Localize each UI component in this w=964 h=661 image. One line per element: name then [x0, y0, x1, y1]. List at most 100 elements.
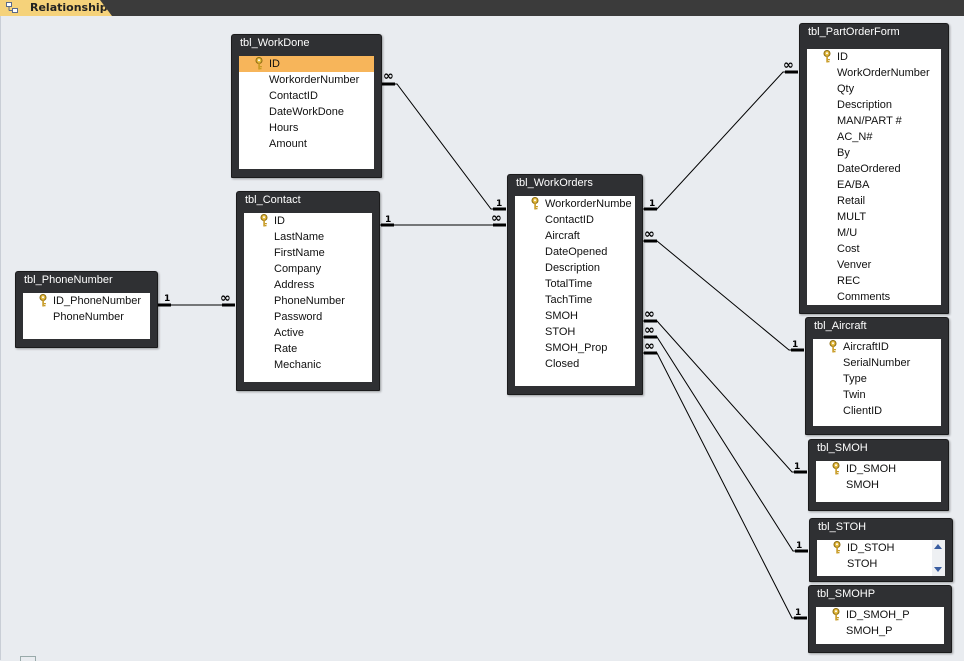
field-row[interactable]: PhoneNumber [244, 293, 372, 309]
field-row[interactable]: Active [244, 325, 372, 341]
field-row[interactable]: TachTime [515, 292, 635, 308]
field-row[interactable]: SMOH [515, 308, 635, 324]
relationships-canvas[interactable]: ∞ 1 1 ∞ 1 ∞ 1 ∞ ∞ 1 ∞ 1 ∞ 1 ∞ 1 tbl_Work… [0, 16, 964, 660]
field-row[interactable]: REC [807, 273, 941, 289]
field-row[interactable]: Type [813, 371, 941, 387]
field-name: WorkorderNumber [269, 74, 360, 86]
field-row[interactable]: Aircraft [515, 228, 635, 244]
field-row[interactable]: MULT [807, 209, 941, 225]
table-aircraft[interactable]: tbl_Aircraft AircraftID SerialNumber Typ… [805, 317, 949, 435]
field-list[interactable]: ID LastName FirstName Company Address Ph… [244, 213, 372, 382]
field-name: Address [274, 279, 315, 291]
horizontal-scrollbar-stub[interactable] [20, 656, 36, 661]
field-row[interactable]: DateOpened [515, 244, 635, 260]
field-row[interactable]: Amount [239, 136, 374, 152]
document-tab-bar: Relationships [0, 0, 964, 16]
field-row[interactable]: TotalTime [515, 276, 635, 292]
table-smohp[interactable]: tbl_SMOHP ID_SMOH_P SMOH_P [808, 585, 952, 653]
field-row[interactable]: ID [807, 49, 941, 65]
field-row[interactable]: PhoneNumber [23, 309, 150, 325]
table-phonenumber[interactable]: tbl_PhoneNumber ID_PhoneNumber PhoneNumb… [15, 271, 158, 348]
key-icon [832, 462, 840, 475]
field-row[interactable]: STOH [515, 324, 635, 340]
field-row[interactable]: Description [515, 260, 635, 276]
field-list[interactable]: ID WorkorderNumber ContactID DateWorkDon… [239, 56, 374, 169]
field-row[interactable]: Closed [515, 356, 635, 372]
field-row[interactable]: Hours [239, 120, 374, 136]
table-workdone[interactable]: tbl_WorkDone ID WorkorderNumber ContactI… [231, 34, 382, 178]
table-title[interactable]: tbl_PhoneNumber [24, 274, 113, 286]
field-row[interactable]: SMOH_Prop [515, 340, 635, 356]
field-row[interactable]: Retail [807, 193, 941, 209]
field-row[interactable]: Twin [813, 387, 941, 403]
field-row[interactable]: M/U [807, 225, 941, 241]
field-row[interactable]: By [807, 145, 941, 161]
table-title[interactable]: tbl_SMOHP [817, 588, 876, 600]
field-row[interactable]: Cost [807, 241, 941, 257]
field-row[interactable]: Description [807, 97, 941, 113]
table-title[interactable]: tbl_Contact [245, 194, 301, 206]
field-list[interactable]: ID_SMOH SMOH [816, 461, 941, 502]
table-title[interactable]: tbl_SMOH [817, 442, 868, 454]
field-row[interactable]: ID [239, 56, 374, 72]
relationships-tab[interactable]: Relationships [0, 0, 112, 16]
field-row[interactable]: Address [244, 277, 372, 293]
field-row[interactable]: SMOH_P [816, 623, 944, 639]
field-name: SerialNumber [843, 357, 911, 369]
field-list[interactable]: WorkorderNumbe ContactID Aircraft DateOp… [515, 196, 635, 386]
table-title[interactable]: tbl_Aircraft [814, 320, 867, 332]
scroll-up-arrow-icon[interactable] [934, 544, 942, 549]
cardinality-one: 1 [385, 215, 391, 225]
table-partorderform[interactable]: tbl_PartOrderForm ID WorkOrderNumber Qty… [799, 23, 949, 314]
field-row[interactable]: WorkorderNumbe [515, 196, 635, 212]
table-title[interactable]: tbl_WorkDone [240, 37, 310, 49]
field-row[interactable]: ID_SMOH [816, 461, 941, 477]
field-row[interactable]: Company [244, 261, 372, 277]
field-row[interactable]: ContactID [239, 88, 374, 104]
field-row[interactable]: ID_STOH [817, 540, 945, 556]
table-title[interactable]: tbl_PartOrderForm [808, 26, 900, 38]
field-list[interactable]: ID_PhoneNumber PhoneNumber [23, 293, 150, 339]
field-row[interactable]: Comments [807, 289, 941, 305]
field-row[interactable]: ID_PhoneNumber [23, 293, 150, 309]
table-workorders[interactable]: tbl_WorkOrders WorkorderNumbe ContactID … [507, 174, 643, 395]
field-row[interactable]: EA/BA [807, 177, 941, 193]
field-list[interactable]: AircraftID SerialNumber Type Twin Client… [813, 339, 941, 426]
field-row[interactable]: Qty [807, 81, 941, 97]
field-row[interactable]: STOH [817, 556, 945, 572]
field-row[interactable]: LastName [244, 229, 372, 245]
table-title[interactable]: tbl_WorkOrders [516, 177, 593, 189]
field-row[interactable]: MAN/PART # [807, 113, 941, 129]
field-row[interactable]: FirstName [244, 245, 372, 261]
field-row[interactable]: SMOH [816, 477, 941, 493]
field-row[interactable]: SerialNumber [813, 355, 941, 371]
field-row[interactable]: ContactID [515, 212, 635, 228]
table-smoh[interactable]: tbl_SMOH ID_SMOH SMOH [808, 439, 949, 511]
vertical-scrollbar[interactable] [932, 540, 945, 576]
field-list[interactable]: ID_STOH STOH [817, 540, 945, 576]
field-list[interactable]: ID WorkOrderNumber Qty Description MAN/P… [807, 49, 941, 305]
field-row[interactable]: WorkorderNumber [239, 72, 374, 88]
field-row[interactable]: Password [244, 309, 372, 325]
table-contact[interactable]: tbl_Contact ID LastName FirstName Compan… [236, 191, 380, 391]
field-row[interactable]: Mechanic [244, 357, 372, 373]
field-row[interactable]: WorkOrderNumber [807, 65, 941, 81]
field-row[interactable]: ID [244, 213, 372, 229]
field-row[interactable]: ClientID [813, 403, 941, 419]
field-row[interactable]: DateOrdered [807, 161, 941, 177]
field-row[interactable]: Venver [807, 257, 941, 273]
field-name: PhoneNumber [53, 311, 124, 323]
field-row[interactable]: AC_N# [807, 129, 941, 145]
table-stoh[interactable]: tbl_STOH ID_STOH STOH [809, 518, 953, 582]
field-name: AircraftID [843, 341, 889, 353]
field-list[interactable]: ID_SMOH_P SMOH_P [816, 607, 944, 644]
field-row[interactable]: ID_SMOH_P [816, 607, 944, 623]
field-row[interactable]: DateWorkDone [239, 104, 374, 120]
table-title[interactable]: tbl_STOH [818, 521, 867, 533]
field-row[interactable]: AircraftID [813, 339, 941, 355]
scroll-down-arrow-icon[interactable] [934, 567, 942, 572]
field-name: Closed [545, 358, 580, 370]
field-name: SMOH_P [846, 625, 893, 637]
field-name: MULT [837, 211, 867, 223]
field-row[interactable]: Rate [244, 341, 372, 357]
